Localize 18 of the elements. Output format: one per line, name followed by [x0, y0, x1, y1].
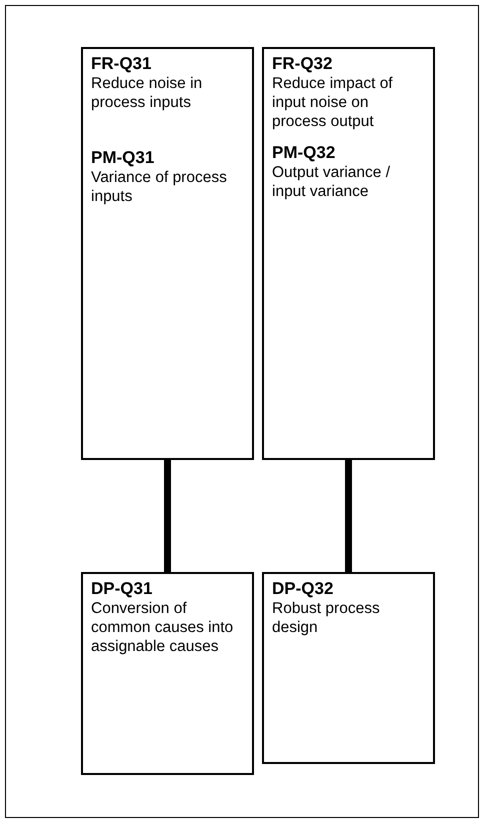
box-heading: PM-Q31 — [91, 148, 156, 168]
box-description: Reduce noise in process inputs — [91, 74, 204, 112]
box-heading: DP-Q32 — [272, 579, 334, 599]
connector-line — [164, 460, 171, 572]
box-description: Output variance / input variance — [272, 163, 392, 201]
box-description: Conversion of common causes into assignable causes — [91, 599, 234, 656]
requirement-box — [81, 47, 254, 460]
box-heading: FR-Q31 — [91, 54, 152, 74]
box-description: Variance of process inputs — [91, 168, 228, 206]
requirement-box — [81, 572, 254, 775]
box-description: Robust process design — [272, 599, 381, 637]
requirement-box — [262, 572, 435, 764]
box-description: Reduce impact of input noise on process output — [272, 74, 394, 131]
box-heading: FR-Q32 — [272, 54, 334, 74]
requirement-box — [262, 47, 435, 460]
connector-line — [345, 460, 352, 572]
box-heading: DP-Q31 — [91, 579, 154, 599]
box-heading: PM-Q32 — [272, 143, 336, 163]
